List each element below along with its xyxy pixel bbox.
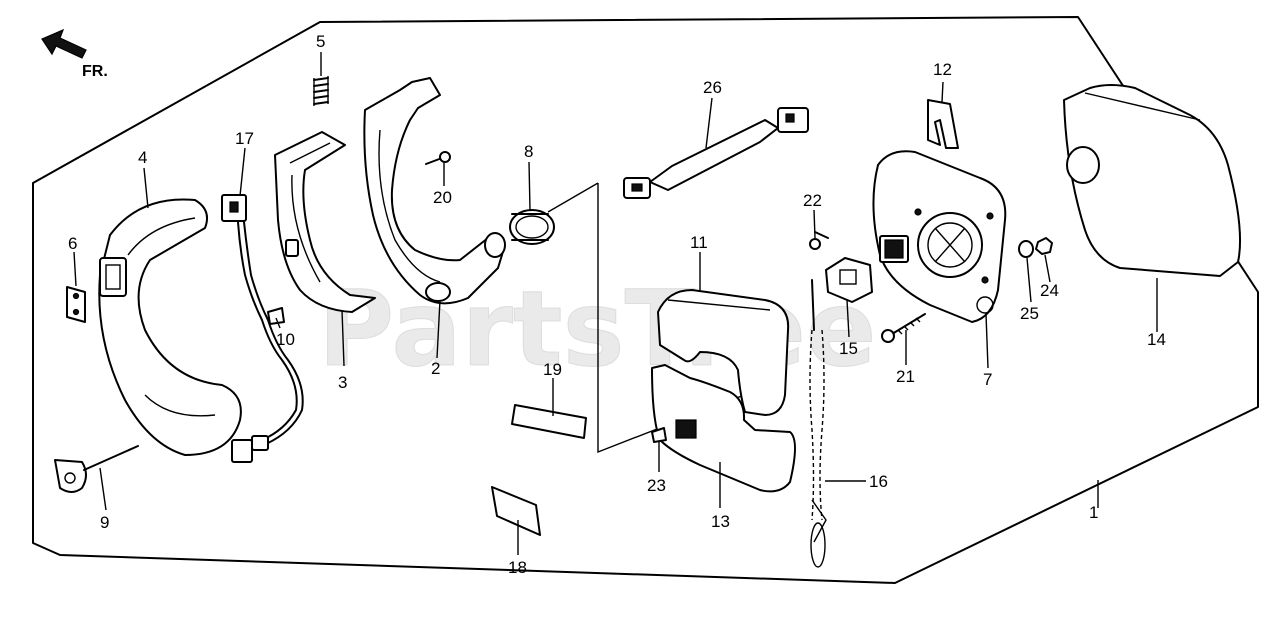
callout-15: 15 bbox=[839, 339, 858, 358]
plate-part bbox=[66, 286, 86, 323]
nut-part bbox=[1035, 237, 1053, 255]
callout-5: 5 bbox=[316, 32, 325, 51]
callout-4: 4 bbox=[138, 148, 147, 167]
label-19-part bbox=[511, 404, 587, 439]
callout-2: 2 bbox=[431, 359, 440, 378]
direction-label: FR. bbox=[82, 63, 108, 80]
collar-part bbox=[509, 209, 555, 245]
callout-16: 16 bbox=[869, 472, 888, 491]
callout-8: 8 bbox=[524, 142, 533, 161]
callout-10: 10 bbox=[276, 330, 295, 349]
stop-switch-part bbox=[825, 257, 873, 303]
washer-part bbox=[1018, 240, 1034, 258]
callout-19: 19 bbox=[543, 360, 562, 379]
callout-25: 25 bbox=[1020, 304, 1039, 323]
stop-cable-part bbox=[809, 279, 827, 568]
screw-22-part bbox=[809, 231, 829, 250]
callout-24: 24 bbox=[1040, 281, 1059, 300]
leader-lines bbox=[73, 52, 1158, 555]
callout-18: 18 bbox=[508, 558, 527, 577]
front-direction-arrow-icon: FR. bbox=[41, 28, 108, 80]
callout-12: 12 bbox=[933, 60, 952, 79]
clip-part bbox=[267, 307, 285, 325]
assembly-boundary bbox=[32, 16, 1259, 584]
callout-26: 26 bbox=[703, 78, 722, 97]
callout-14: 14 bbox=[1147, 330, 1166, 349]
callout-labels: 1 2 3 4 5 6 7 8 9 10 11 12 13 14 15 16 1… bbox=[68, 32, 1166, 577]
callout-6: 6 bbox=[68, 234, 77, 253]
bracket-part bbox=[927, 99, 959, 149]
callout-21: 21 bbox=[896, 367, 915, 386]
callout-17: 17 bbox=[235, 129, 254, 148]
pin-part bbox=[54, 445, 139, 493]
switch-wire-part bbox=[221, 194, 304, 463]
spring-part bbox=[313, 76, 329, 106]
bolt-21-part bbox=[881, 313, 926, 343]
label-18-part bbox=[491, 486, 541, 536]
throttle-lever-part bbox=[363, 77, 506, 305]
divider-leader bbox=[547, 182, 599, 213]
callout-22: 22 bbox=[803, 191, 822, 210]
inner-grip-part bbox=[274, 131, 376, 313]
callout-9: 9 bbox=[100, 513, 109, 532]
wire-harness-part bbox=[623, 107, 809, 199]
upper-case-part bbox=[657, 289, 790, 416]
grip-cover-part bbox=[98, 198, 242, 456]
screw-20-part bbox=[425, 151, 451, 165]
housing-plate-part bbox=[872, 150, 1007, 323]
callout-23: 23 bbox=[647, 476, 666, 495]
clip-23-part bbox=[651, 427, 667, 443]
callout-3: 3 bbox=[338, 373, 347, 392]
callout-1: 1 bbox=[1089, 503, 1098, 522]
partstree-watermark: PartsTree bbox=[318, 268, 876, 390]
callout-20: 20 bbox=[433, 188, 452, 207]
callout-7: 7 bbox=[983, 370, 992, 389]
callout-13: 13 bbox=[711, 512, 730, 531]
cover-part bbox=[1063, 84, 1242, 277]
callout-11: 11 bbox=[690, 233, 708, 252]
